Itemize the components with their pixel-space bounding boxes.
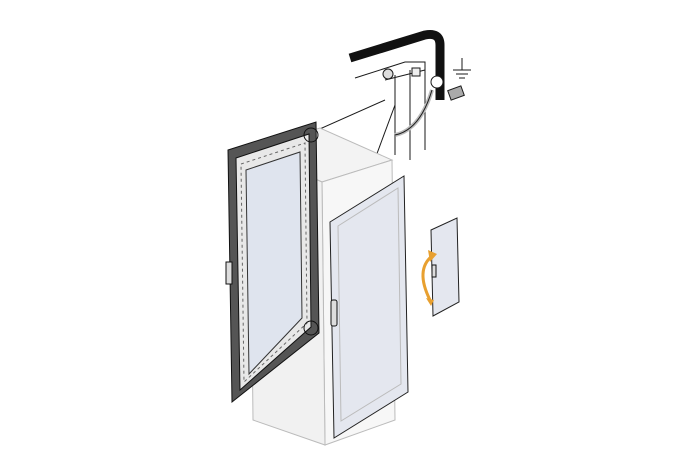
grounding-detail bbox=[348, 30, 471, 160]
detail-circle-bottom bbox=[303, 320, 319, 336]
ring-terminal bbox=[430, 75, 444, 89]
nut bbox=[382, 68, 394, 80]
screw-icon bbox=[447, 85, 465, 101]
glass-door bbox=[225, 121, 320, 404]
reversible-door-icon bbox=[421, 217, 460, 317]
door-handle-icon bbox=[330, 299, 338, 327]
panel-door bbox=[329, 175, 409, 439]
detail-circle-top bbox=[303, 127, 319, 143]
ground-cable bbox=[394, 89, 434, 137]
door-handle-icon bbox=[225, 261, 233, 285]
frame-bar bbox=[348, 30, 445, 100]
rotation-arrow-icon bbox=[421, 254, 434, 301]
ground-symbol-icon bbox=[453, 58, 471, 79]
